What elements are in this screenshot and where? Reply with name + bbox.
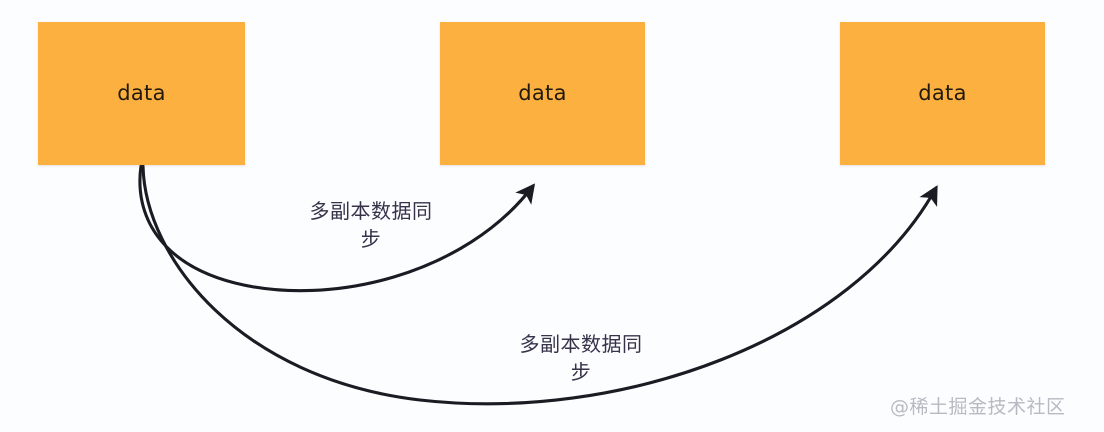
edge-path-node1-to-node3 [141, 164, 938, 406]
data-node-3-label: data [918, 81, 967, 105]
watermark: @稀土掘金技术社区 [890, 396, 1066, 418]
data-node-2-label: data [518, 81, 567, 105]
data-node-2[interactable]: data [440, 22, 645, 165]
data-node-1[interactable]: data [38, 22, 245, 165]
edge-label-node1-to-node2: 多副本数据同 步 [309, 199, 433, 251]
data-node-1-label: data [117, 81, 166, 105]
data-node-3[interactable]: data [840, 22, 1045, 165]
edge-label-node1-to-node3: 多副本数据同 步 [519, 332, 643, 384]
edge-path-node1-to-node2 [138, 164, 536, 293]
